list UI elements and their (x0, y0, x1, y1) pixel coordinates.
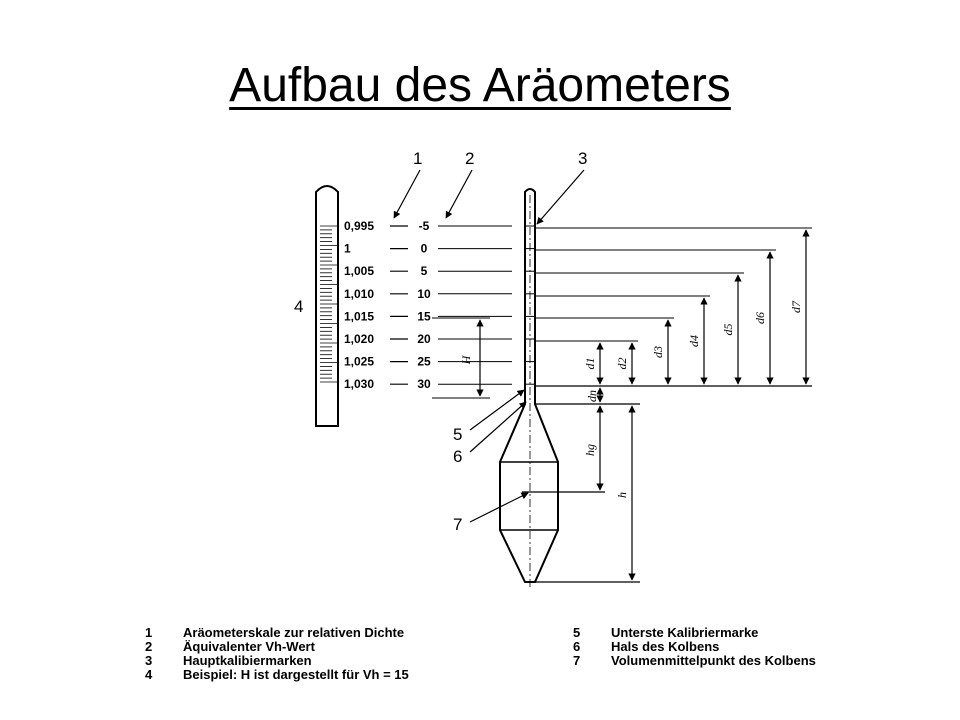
vh-label: 25 (417, 355, 431, 369)
dimension-lines: d1 d2 d3 d4 d5 d6 d7 (535, 227, 812, 387)
density-label: 1 (344, 242, 351, 256)
vh-label: 0 (421, 242, 428, 256)
dimension-label-d6: d6 (753, 312, 767, 324)
vh-label: 20 (417, 332, 431, 346)
scale-tube (315, 185, 339, 427)
callout-2: 2 (465, 149, 474, 168)
dimension-label-d5: d5 (721, 324, 735, 336)
vh-label: 10 (417, 287, 431, 301)
lower-dimensions: dn hg h (583, 387, 636, 581)
vh-label: -5 (419, 219, 430, 233)
callout-7: 7 (453, 515, 462, 534)
callouts: 1 2 3 4 5 6 7 (294, 149, 587, 534)
density-label: 1,030 (344, 377, 374, 391)
density-label: 0,995 (344, 219, 374, 233)
density-label: 1,020 (344, 332, 374, 346)
density-label: 1,010 (344, 287, 374, 301)
h-dimension-label: H (459, 354, 473, 365)
density-label: 1,025 (344, 355, 374, 369)
stem-calibration-ticks (525, 225, 535, 385)
page-title: Aufbau des Aräometers (229, 59, 731, 112)
vh-label: 15 (417, 309, 431, 323)
dimension-label-d1: d1 (583, 358, 597, 370)
dimension-label-d2: d2 (615, 358, 629, 370)
hydrometer-stem (524, 188, 536, 590)
dimension-label-d7: d7 (789, 300, 803, 313)
hydrometer-bulb (499, 398, 640, 583)
hg-label: hg (583, 444, 597, 456)
callout-1: 1 (413, 149, 422, 168)
vh-label: 30 (417, 377, 431, 391)
dimension-label-d4: d4 (687, 335, 701, 347)
dimension-label-d3: d3 (651, 346, 665, 358)
density-label: 1,005 (344, 264, 374, 278)
h-label: h (615, 492, 629, 498)
callout-3: 3 (578, 149, 587, 168)
h-dimension: H (432, 317, 490, 399)
callout-5: 5 (453, 425, 462, 444)
vh-label: 5 (421, 264, 428, 278)
scale-tube-ticks (320, 225, 338, 383)
callout-6: 6 (453, 447, 462, 466)
density-label: 1,015 (344, 309, 374, 323)
dn-label: dn (585, 390, 599, 402)
callout-4: 4 (294, 297, 303, 316)
